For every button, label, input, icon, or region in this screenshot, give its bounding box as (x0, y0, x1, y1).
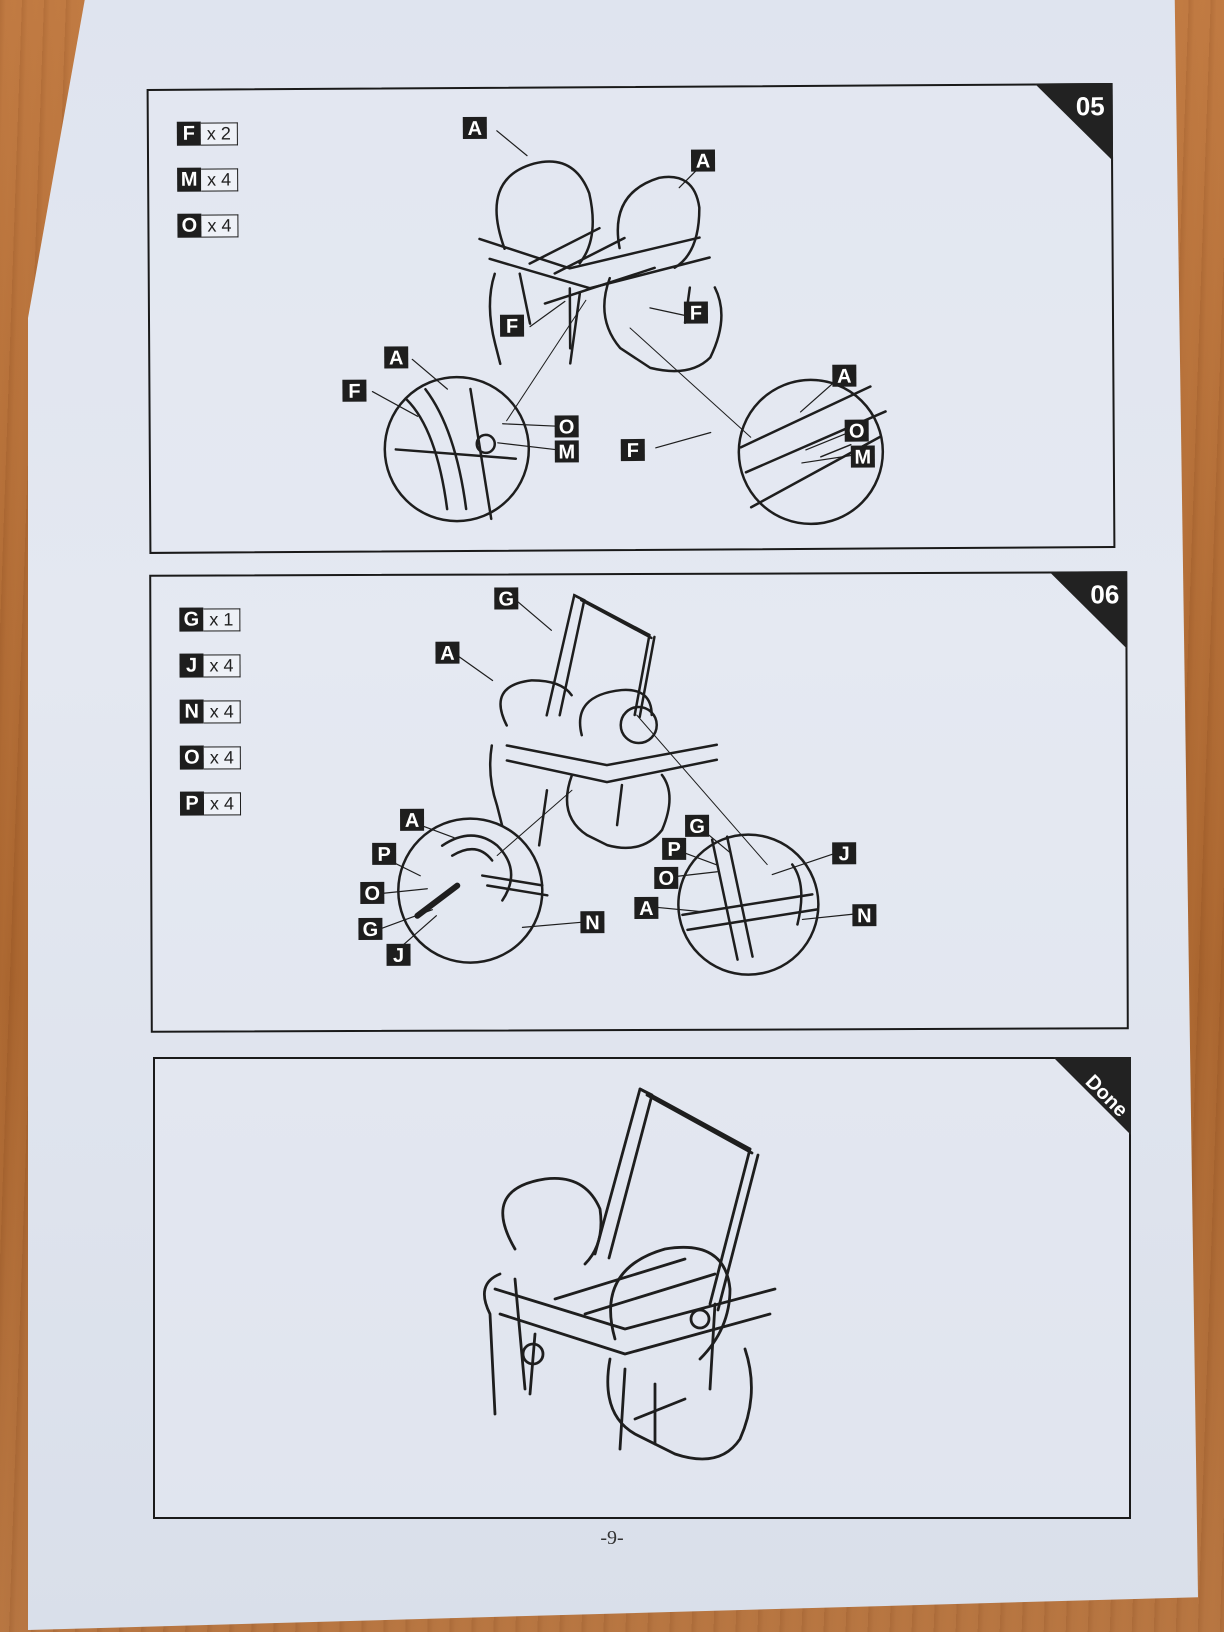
callout-label: F (683, 301, 709, 325)
callout-label: O (360, 881, 385, 905)
svg-text:A: A (389, 347, 404, 369)
svg-text:A: A (696, 151, 711, 173)
svg-text:A: A (468, 118, 483, 140)
callout-label: O (554, 415, 579, 438)
callout-label: A (462, 116, 487, 140)
svg-text:O: O (559, 416, 575, 438)
page-number: -9- (600, 1527, 624, 1549)
svg-text:A: A (405, 810, 420, 832)
step-05-diagram: A A F F A F O M A F O M (342, 116, 887, 526)
svg-text:M: M (854, 447, 871, 469)
assembled-glider-chair-illustration (482, 1087, 777, 1461)
callout-label: G (358, 917, 383, 941)
callout-label: P (662, 837, 687, 861)
callout-label: J (386, 943, 411, 967)
callout-label: A (400, 808, 425, 832)
callout-label: M (850, 445, 875, 469)
callout-label: N (852, 904, 877, 927)
callout-label: A (384, 346, 409, 369)
callout-label: F (620, 438, 645, 462)
callout-label: F (342, 379, 367, 403)
callout-label: O (844, 419, 869, 443)
svg-text:F: F (627, 440, 639, 462)
svg-text:J: J (393, 945, 404, 967)
callout-label: G (494, 587, 519, 610)
svg-text:F: F (506, 316, 518, 338)
svg-text:G: G (689, 816, 705, 838)
callout-label: G (685, 814, 710, 838)
step-done-corner-tab (1053, 1057, 1131, 1135)
svg-text:N: N (585, 912, 600, 934)
svg-text:F: F (690, 303, 702, 325)
svg-text:O: O (658, 868, 674, 890)
callout-label: F (499, 314, 525, 338)
callout-label: J (832, 842, 857, 865)
callout-label: A (690, 149, 716, 173)
svg-text:P: P (377, 844, 390, 866)
svg-text:O: O (849, 421, 865, 443)
svg-text:P: P (667, 839, 680, 861)
svg-text:F: F (348, 381, 360, 403)
step-06-diagram: G A A P O G J N G P O A J N (358, 587, 877, 976)
svg-text:A: A (837, 366, 852, 388)
callout-label: P (372, 842, 397, 866)
svg-text:M: M (558, 441, 575, 463)
callout-label: A (634, 896, 659, 920)
svg-text:J: J (839, 843, 850, 865)
svg-text:A: A (639, 898, 654, 920)
svg-text:O: O (364, 883, 380, 905)
callout-label: A (435, 641, 460, 665)
svg-text:G: G (498, 588, 514, 610)
step-done-panel: Done (153, 1057, 1132, 1519)
svg-text:A: A (440, 643, 455, 665)
callout-label: O (654, 866, 679, 890)
svg-text:N: N (857, 905, 872, 927)
callout-label: N (580, 911, 605, 934)
svg-text:G: G (363, 919, 379, 941)
callout-label: A (832, 364, 857, 388)
callout-label: M (554, 440, 579, 463)
